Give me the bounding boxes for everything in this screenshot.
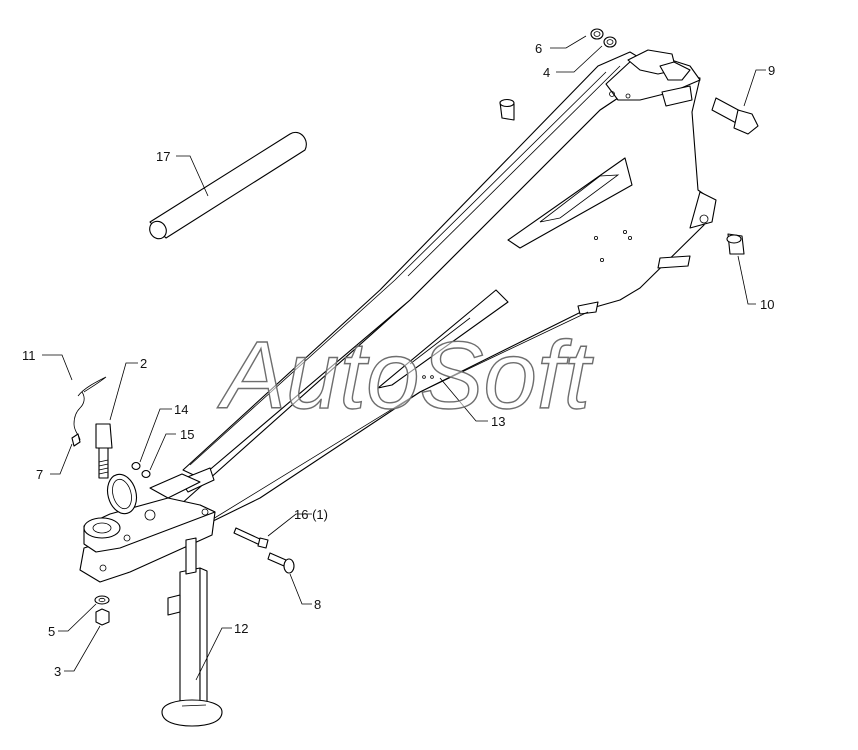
spring-clip-part-11: [73, 376, 107, 441]
callout-7: 7: [36, 467, 43, 482]
bushing-top: [499, 98, 515, 121]
callout-17: 17: [156, 149, 170, 164]
callout-11: 11: [22, 348, 36, 363]
pin-part-9: [711, 97, 759, 135]
clip-part-7: [71, 433, 81, 447]
bar-part-17: [149, 132, 307, 240]
ring-part-6: [590, 28, 604, 40]
leader-lines: [42, 35, 766, 681]
washer-part-15: [141, 469, 151, 479]
washer-part-5: [94, 595, 110, 605]
callout-15: 15: [180, 427, 194, 442]
bushing-part-10: [726, 233, 745, 255]
callout-13: 13: [491, 414, 505, 429]
hitch-ring: [106, 473, 138, 515]
callout-8: 8: [314, 597, 321, 612]
callout-16: 16 (1): [294, 507, 328, 522]
nut-part-3: [95, 608, 110, 626]
hitch-ring-inner: [112, 478, 132, 510]
jack-stand-part-12: [161, 537, 223, 727]
callout-9: 9: [768, 63, 775, 78]
boom-frame: [149, 49, 717, 541]
callout-5: 5: [48, 624, 55, 639]
bolt-part-16: [233, 527, 269, 549]
callout-3: 3: [54, 664, 61, 679]
callout-labels: 6 4 9 17 10 11 2 13 14 15 7 16 (1) 8 12 …: [22, 41, 775, 679]
callout-14: 14: [174, 402, 188, 417]
ring-part-4: [603, 36, 617, 48]
hitch-plates: [79, 467, 216, 583]
bolt-part-2: [95, 423, 113, 479]
callout-10: 10: [760, 297, 774, 312]
washer-part-14: [131, 461, 141, 471]
pin-part-8: [267, 552, 295, 574]
callout-12: 12: [234, 621, 248, 636]
watermark: AutoSoft: [217, 322, 594, 429]
callout-4: 4: [543, 65, 550, 80]
callout-6: 6: [535, 41, 542, 56]
callout-2: 2: [140, 356, 147, 371]
